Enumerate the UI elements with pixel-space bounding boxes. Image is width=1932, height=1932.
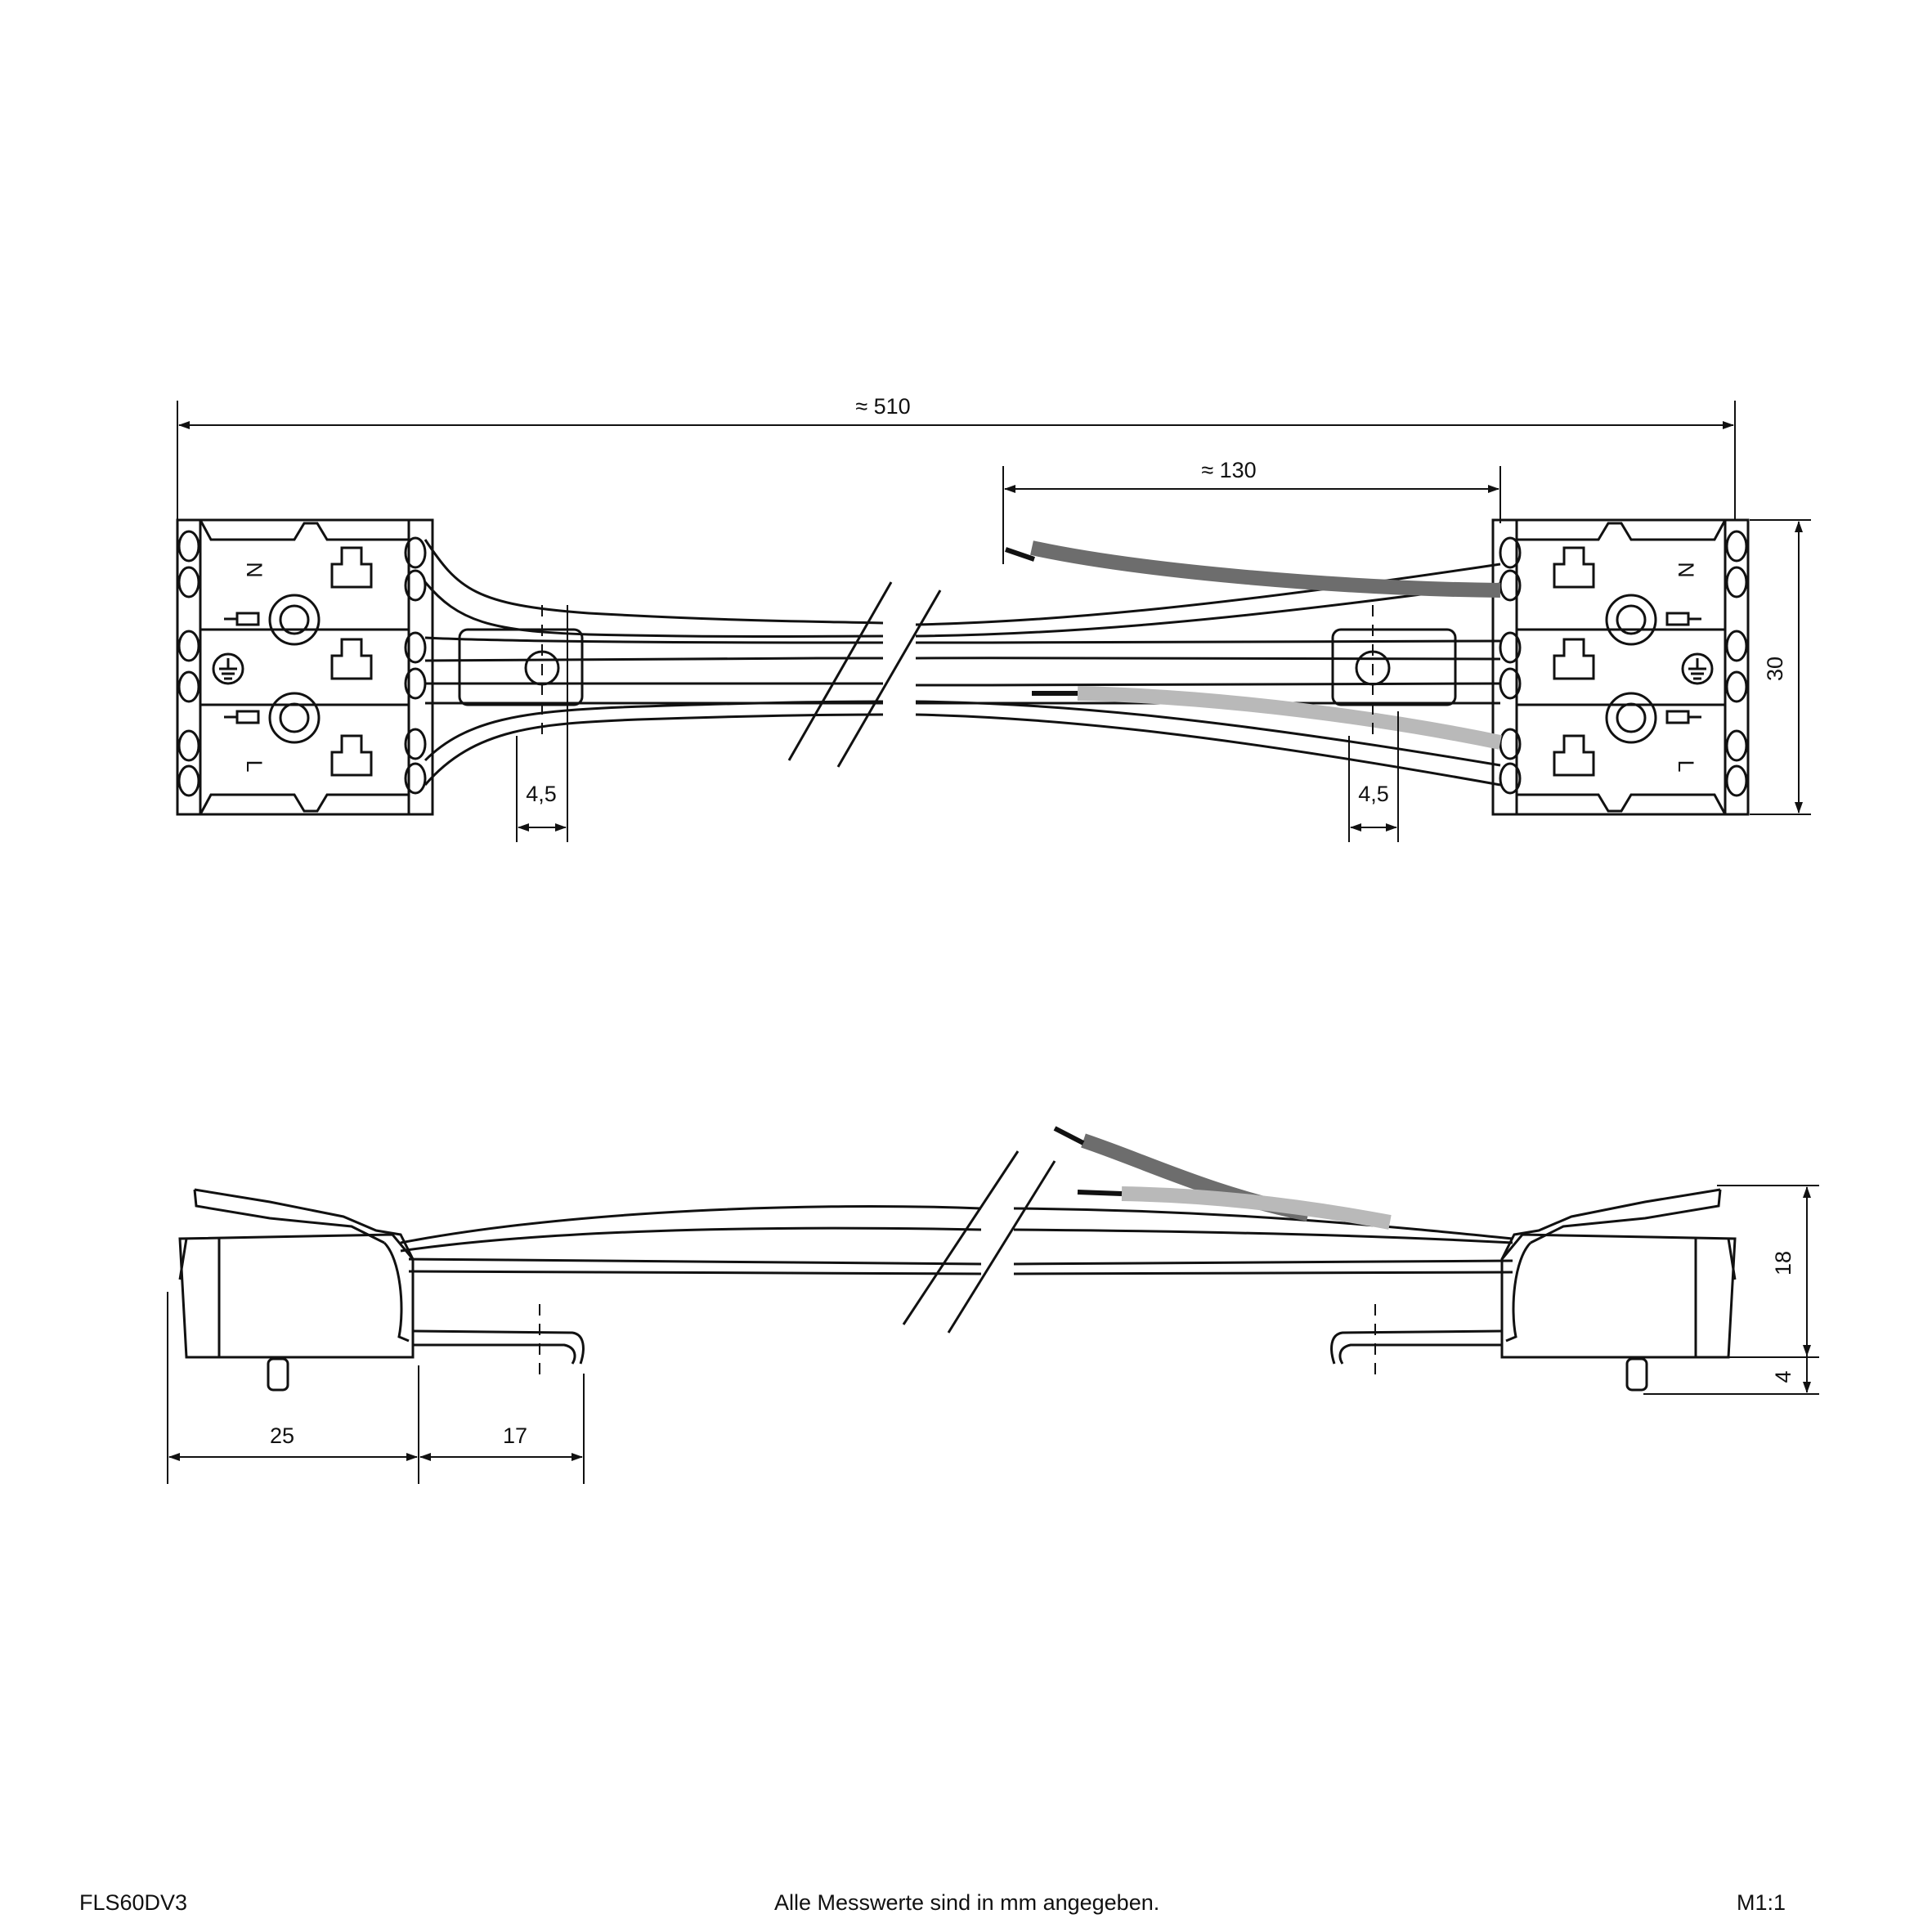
- footer-note: Alle Messwerte sind in mm angegeben.: [774, 1890, 1160, 1915]
- side-dimensions: [167, 1185, 1819, 1484]
- dim-height: 30: [1763, 657, 1787, 681]
- label-l-left: L: [242, 760, 267, 772]
- break-mark-side: [902, 1150, 1020, 1325]
- dim-overall-length: ≈ 510: [855, 394, 910, 419]
- footer-product-code: FLS60DV3: [79, 1890, 188, 1915]
- mounting-tab-right: [1331, 628, 1457, 706]
- left-connector: [176, 518, 434, 816]
- label-n-right: N: [1674, 562, 1698, 578]
- left-connector-side: [178, 1188, 585, 1392]
- side-view: [178, 1126, 1737, 1392]
- right-connector-side: [1330, 1188, 1737, 1392]
- dim-clip-length: 17: [503, 1423, 527, 1448]
- right-connector: [1491, 518, 1750, 816]
- label-n-left: N: [242, 562, 267, 578]
- dim-hole-left: 4,5: [526, 782, 557, 806]
- dim-body-length: 25: [270, 1423, 294, 1448]
- dim-pin-height: 4: [1771, 1370, 1795, 1383]
- dim-tail-length: ≈ 130: [1201, 458, 1256, 482]
- footer-scale: M1:1: [1737, 1890, 1786, 1915]
- break-mark: [787, 581, 893, 761]
- dim-hole-right: 4,5: [1358, 782, 1389, 806]
- dim-side-height: 18: [1771, 1251, 1795, 1275]
- top-dimensions: [177, 401, 1811, 842]
- label-l-right: L: [1674, 760, 1698, 772]
- top-view: [176, 518, 1750, 816]
- cable-bundle-side: [400, 1204, 1513, 1275]
- cable-bundle-top: [424, 539, 1501, 787]
